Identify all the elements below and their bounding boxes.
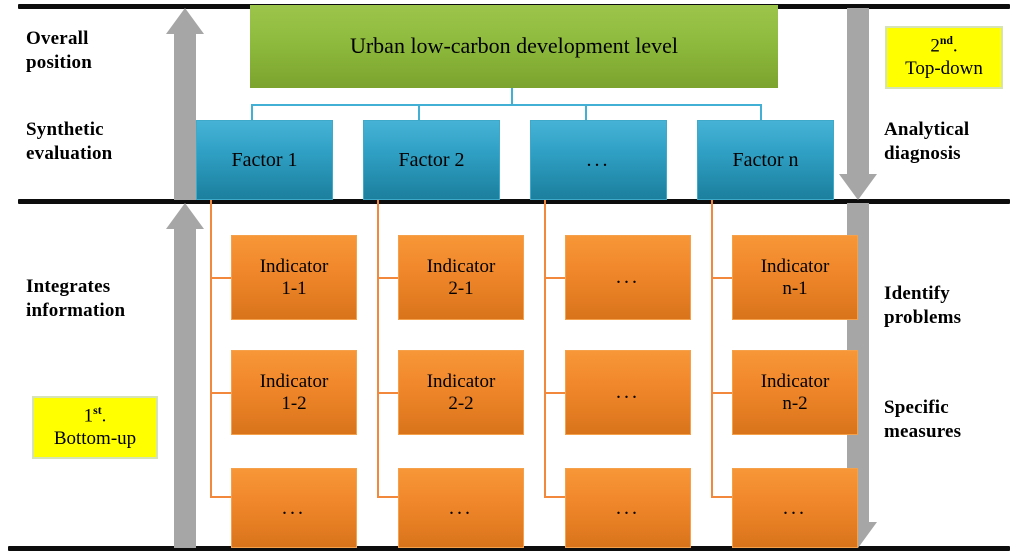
connector-col2-stub-3 (377, 496, 399, 498)
callout-second-label: Top-down (905, 58, 983, 80)
arrow-up-upper-head (166, 8, 204, 34)
factor-box-ellipsis-label: ... (586, 148, 611, 171)
indicator-box-3-ellipsis[interactable]: ... (565, 468, 691, 548)
factor-box-1[interactable]: Factor 1 (196, 120, 333, 200)
arrow-up-upper-shaft (174, 32, 196, 200)
label-identify-problems: Identify problems (884, 282, 961, 331)
arrow-down-upper-head (839, 174, 877, 200)
connector-factor-bus (251, 104, 762, 106)
connector-col2-spine (377, 200, 379, 498)
connector-root-stem (511, 88, 513, 105)
factor-box-n-label: Factor n (732, 148, 799, 171)
connector-col1-stub-2 (210, 392, 232, 394)
indicator-box-2-1[interactable]: Indicator 2-1 (398, 235, 524, 320)
indicator-box-3-1[interactable]: ... (565, 235, 691, 320)
label-identify-problems-line2: problems (884, 307, 962, 329)
connector-col4-stub-1 (711, 277, 733, 279)
callout-first-ordinal: 1st. (83, 404, 107, 427)
indicator-box-2-1-text: Indicator 2-1 (426, 256, 496, 299)
connector-col4-stub-2 (711, 392, 733, 394)
indicator-box-1-1-text: Indicator 1-1 (259, 256, 329, 299)
label-integrates-information-line1: Integrates (26, 276, 111, 297)
factor-box-2[interactable]: Factor 2 (363, 120, 500, 200)
arrow-up-lower-head (166, 203, 204, 229)
connector-col4-stub-3 (711, 496, 733, 498)
connector-factor-4-drop (760, 104, 762, 121)
label-identify-problems-line1: Identify (884, 283, 950, 304)
indicator-box-3-2[interactable]: ... (565, 350, 691, 435)
indicator-box-1-2[interactable]: Indicator 1-2 (231, 350, 357, 435)
indicator-box-n-1-text: Indicator n-1 (760, 256, 830, 299)
connector-col3-stub-1 (544, 277, 566, 279)
connector-col1-stub-1 (210, 277, 232, 279)
label-overall-position-line1: Overall (26, 28, 89, 49)
indicator-box-n-1[interactable]: Indicator n-1 (732, 235, 858, 320)
connector-col1-spine (210, 200, 212, 498)
indicator-box-1-1[interactable]: Indicator 1-1 (231, 235, 357, 320)
arrow-up-lower-shaft (174, 227, 196, 548)
indicator-box-1-ellipsis[interactable]: ... (231, 468, 357, 548)
connector-col2-stub-2 (377, 392, 399, 394)
indicator-box-n-2[interactable]: Indicator n-2 (732, 350, 858, 435)
callout-second-top-down: 2nd. Top-down (885, 26, 1003, 89)
connector-factor-2-drop (418, 104, 420, 121)
label-specific-measures: Specific measures (884, 396, 961, 445)
factor-box-ellipsis[interactable]: ... (530, 120, 667, 200)
indicator-box-2-2[interactable]: Indicator 2-2 (398, 350, 524, 435)
arrow-up-upper (166, 8, 204, 200)
label-synthetic-evaluation-line2: evaluation (26, 143, 113, 165)
label-overall-position: Overall position (26, 27, 92, 76)
indicator-box-n-ellipsis[interactable]: ... (732, 468, 858, 548)
callout-first-bottom-up: 1st. Bottom-up (32, 396, 158, 459)
connector-col3-stub-2 (544, 392, 566, 394)
connector-col3-spine (544, 200, 546, 498)
separator-line-bottom (8, 546, 1010, 551)
indicator-box-2-ellipsis[interactable]: ... (398, 468, 524, 548)
label-specific-measures-line2: measures (884, 421, 962, 443)
label-integrates-information: Integrates information (26, 275, 125, 324)
label-analytical-diagnosis: Analytical diagnosis (884, 118, 969, 167)
arrow-down-upper (839, 8, 877, 200)
label-overall-position-line2: position (26, 52, 93, 74)
arrow-down-upper-shaft (847, 8, 869, 176)
callout-first-label: Bottom-up (53, 428, 137, 450)
arrow-up-lower (166, 203, 204, 548)
connector-col1-stub-3 (210, 496, 232, 498)
root-box-label: Urban low-carbon development level (349, 33, 679, 59)
label-analytical-diagnosis-line1: Analytical (884, 119, 970, 140)
indicator-box-2-2-text: Indicator 2-2 (426, 371, 496, 414)
label-analytical-diagnosis-line2: diagnosis (884, 143, 961, 165)
connector-col3-stub-3 (544, 496, 566, 498)
indicator-box-n-2-text: Indicator n-2 (760, 371, 830, 414)
label-specific-measures-line1: Specific (884, 397, 949, 418)
label-synthetic-evaluation-line1: Synthetic (26, 119, 104, 140)
factor-box-2-label: Factor 2 (398, 148, 465, 171)
factor-box-n[interactable]: Factor n (697, 120, 834, 200)
factor-box-1-label: Factor 1 (231, 148, 298, 171)
root-box-urban-low-carbon-development-level[interactable]: Urban low-carbon development level (250, 5, 778, 88)
connector-factor-1-drop (251, 104, 253, 121)
label-integrates-information-line2: information (26, 300, 126, 322)
indicator-box-1-2-text: Indicator 1-2 (259, 371, 329, 414)
separator-line-middle (18, 199, 1010, 204)
connector-factor-3-drop (585, 104, 587, 121)
callout-second-ordinal: 2nd. (930, 34, 958, 57)
connector-col2-stub-1 (377, 277, 399, 279)
label-synthetic-evaluation: Synthetic evaluation (26, 118, 112, 167)
connector-col4-spine (711, 200, 713, 498)
